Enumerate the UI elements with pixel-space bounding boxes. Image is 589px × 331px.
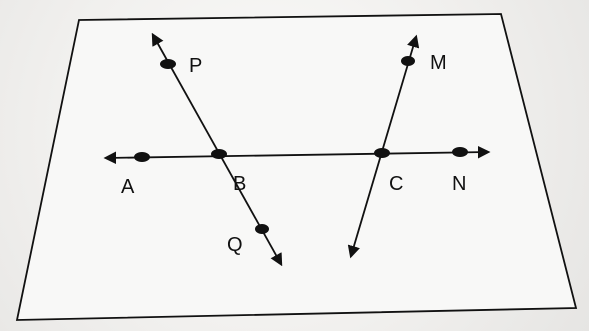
- point-n: [452, 147, 468, 157]
- label-m: M: [430, 52, 447, 74]
- label-n: N: [452, 173, 466, 195]
- line-mc: [347, 34, 420, 259]
- point-b: [211, 149, 227, 159]
- label-c: C: [389, 173, 403, 195]
- label-b: B: [233, 173, 246, 195]
- point-m: [401, 56, 415, 66]
- point-q: [255, 224, 269, 234]
- label-a: A: [121, 176, 135, 198]
- point-p: [160, 59, 176, 69]
- point-a: [134, 152, 150, 162]
- label-p: P: [189, 55, 202, 77]
- point-c: [374, 148, 390, 158]
- plane-outline: [15, 13, 578, 321]
- label-q: Q: [227, 234, 243, 256]
